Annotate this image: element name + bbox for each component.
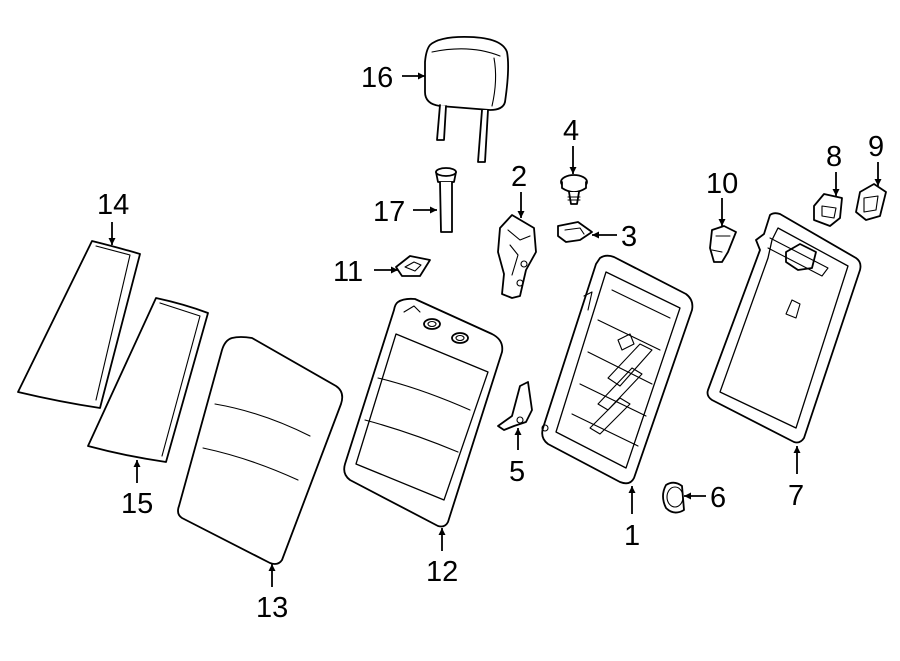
part-10-clip: [709, 225, 737, 263]
callout-5: 5: [509, 456, 525, 488]
part-17-headrest-guide: [435, 167, 457, 233]
callout-16: 16: [361, 62, 393, 94]
part-6-grommet: [662, 481, 685, 514]
part-16-headrest: [424, 36, 510, 163]
callout-1: 1: [624, 520, 640, 552]
callout-11: 11: [333, 256, 363, 288]
callout-4: 4: [563, 115, 579, 147]
callout-12: 12: [426, 556, 458, 588]
part-8-bezel: [813, 193, 843, 227]
part-5-latch-bracket: [497, 381, 533, 431]
callout-leaders: [108, 72, 882, 587]
callout-9: 9: [868, 131, 884, 163]
callout-7: 7: [788, 480, 804, 512]
part-9-bezel: [855, 183, 887, 221]
callout-3: 3: [621, 221, 637, 253]
part-15-side-trim: [87, 297, 209, 463]
part-12-seatback-pad: [343, 297, 504, 528]
callout-13: 13: [256, 592, 288, 624]
callout-17: 17: [373, 196, 405, 228]
part-1-seatback-frame: [541, 254, 694, 485]
part-7-rear-panel: [706, 212, 862, 444]
callout-10: 10: [706, 168, 738, 200]
part-11-trim-bezel: [395, 255, 431, 277]
callout-8: 8: [826, 141, 842, 173]
callout-2: 2: [511, 161, 527, 193]
callout-numbers: 16 17 2 4 3 11 14 15 13 12 5 1 6 7 10 8 …: [97, 62, 884, 624]
callout-6: 6: [710, 482, 726, 514]
part-14-side-trim: [17, 240, 141, 409]
callout-14: 14: [97, 189, 129, 221]
part-13-seatback-cover: [177, 336, 344, 565]
part-2-hinge-bracket: [497, 214, 537, 299]
callout-15: 15: [121, 488, 153, 520]
part-3-clip: [557, 221, 593, 243]
part-4-push-pin: [560, 174, 588, 205]
